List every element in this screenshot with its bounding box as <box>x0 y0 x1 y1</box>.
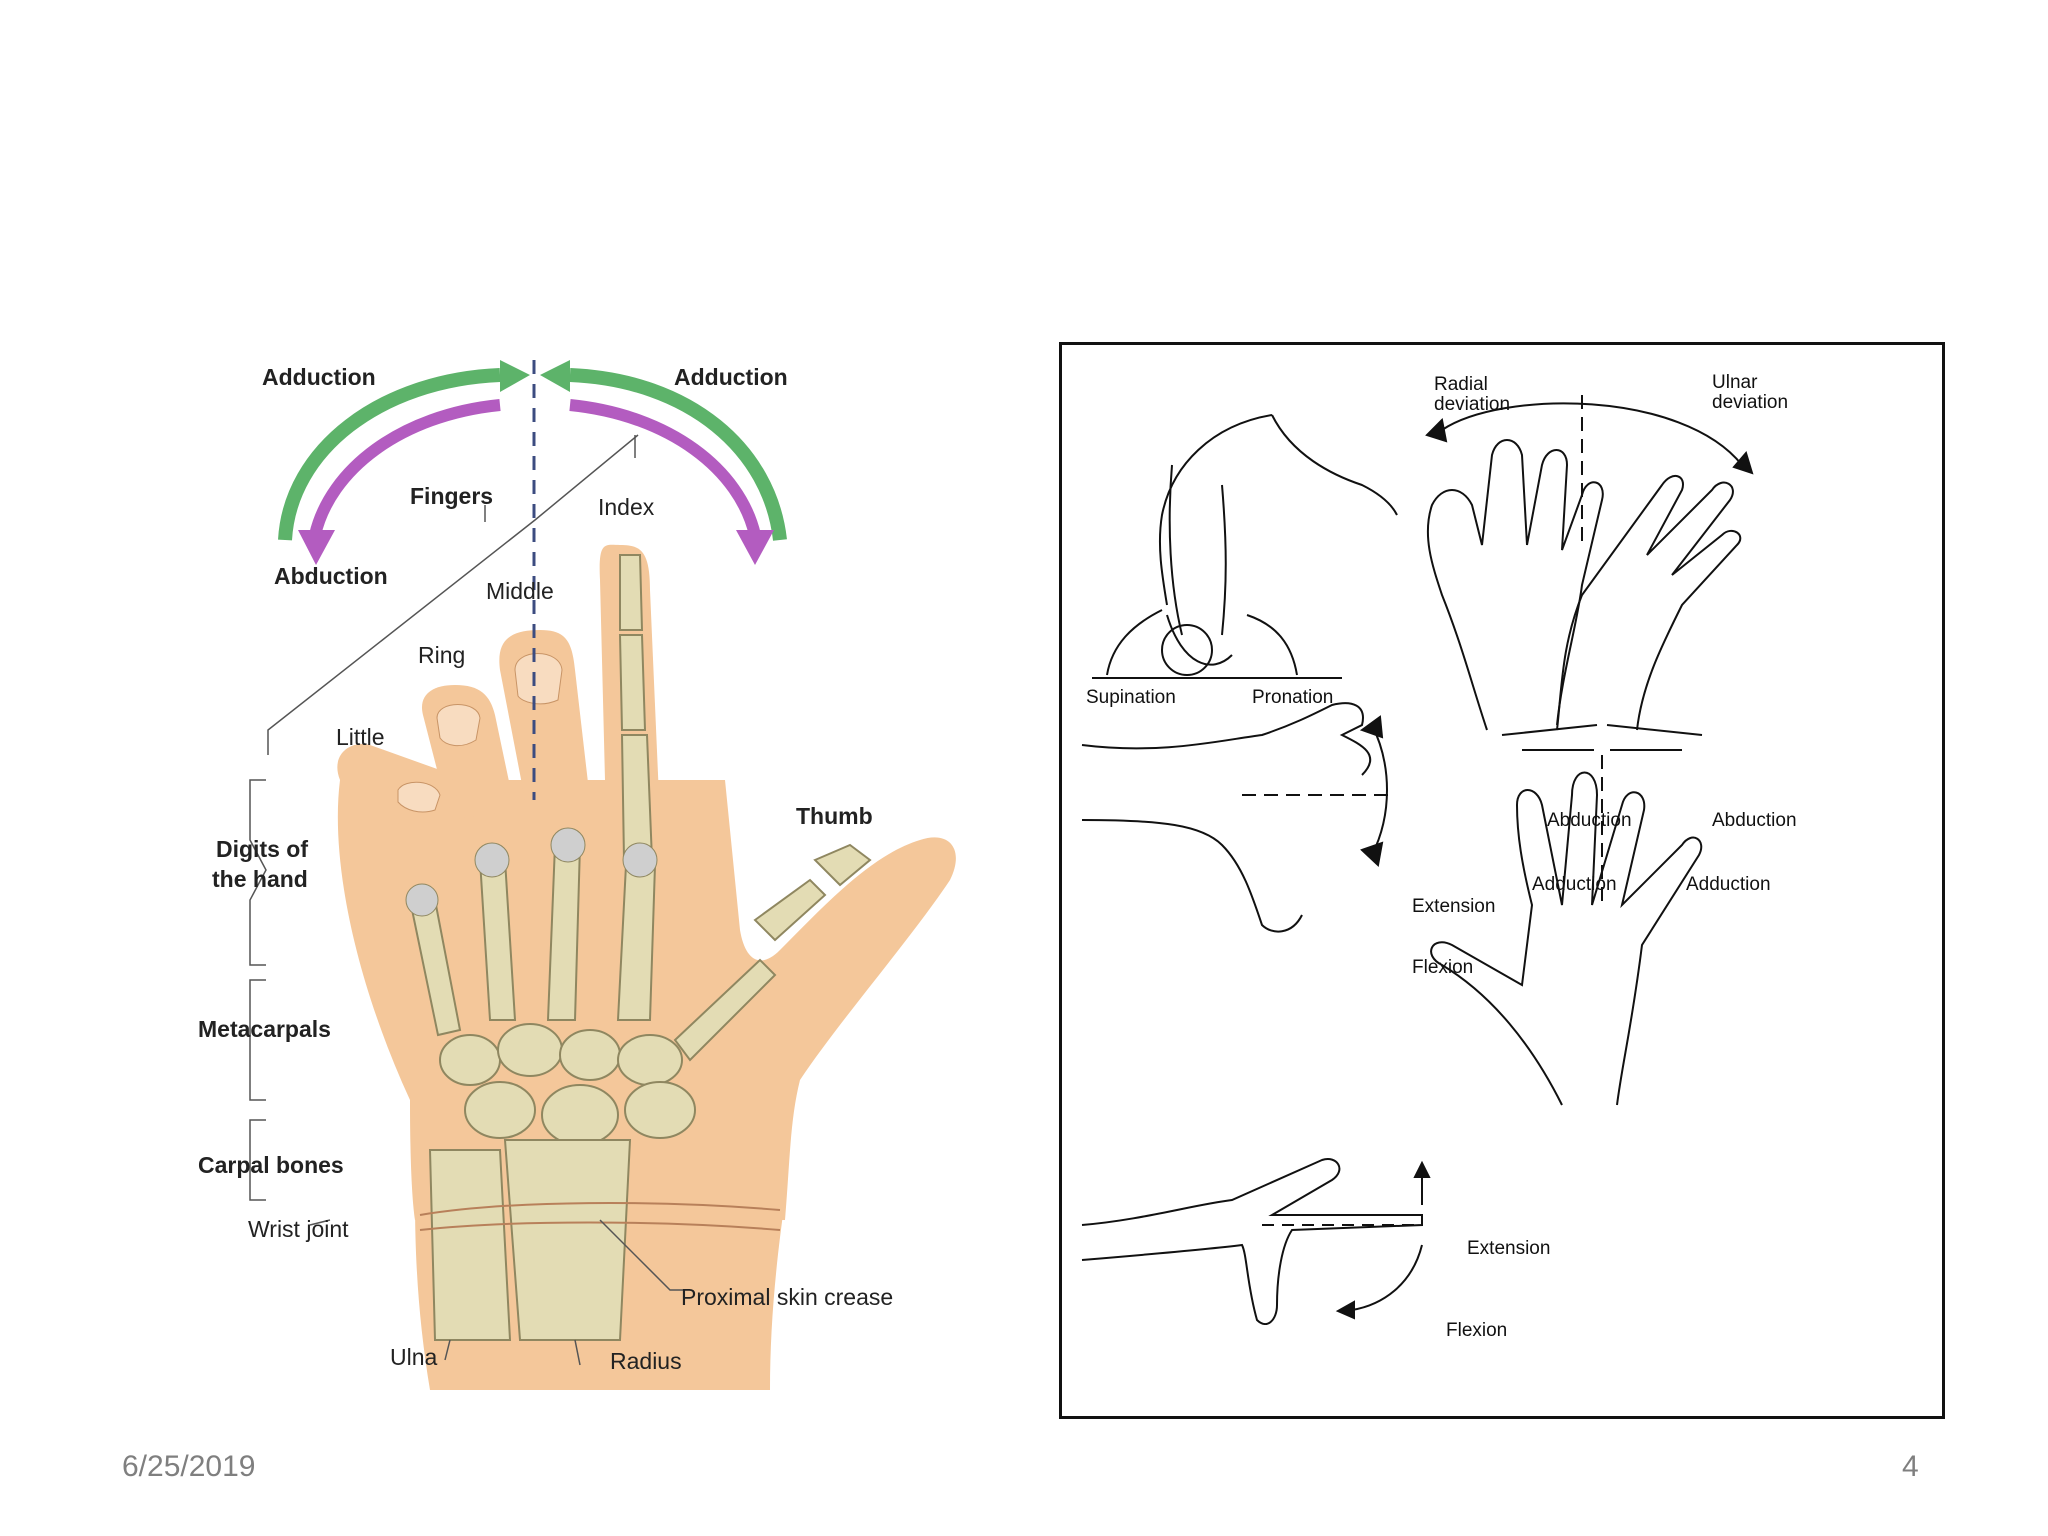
abduction-arrow-left <box>309 399 501 537</box>
abduction-arrow-right <box>1606 724 1703 736</box>
deviation-arc <box>1441 402 1743 466</box>
hand-anatomy-illustration <box>249 360 956 1390</box>
fingers-label: Fingers <box>410 483 494 509</box>
slide-date: 6/25/2019 <box>122 1450 256 1483</box>
pronation-arc <box>1246 614 1298 676</box>
metacarpals-label: Metacarpals <box>198 1016 331 1042</box>
middle-nail <box>514 653 563 705</box>
thumb-label: Thumb <box>796 803 873 829</box>
ring-finger-label: Ring <box>418 642 466 668</box>
ulnar-arrowhead <box>1732 450 1754 475</box>
adduction-label-right: Adduction <box>1686 874 1771 895</box>
wrist-extension-label: Extension <box>1412 896 1496 917</box>
index-finger-label: Index <box>598 494 655 520</box>
ring-nail <box>436 704 481 747</box>
adduction-arrow-left <box>278 368 501 541</box>
finger-extension-arrowhead <box>1413 1160 1431 1178</box>
radial-arrowhead <box>1425 417 1448 443</box>
wrist-extension-arrowhead <box>1359 715 1384 739</box>
abduction-label-right: Abduction <box>1712 810 1797 831</box>
little-nail <box>397 781 441 813</box>
finger-flexion-arc <box>1351 1244 1423 1311</box>
adduction-arrowhead-left <box>500 360 530 392</box>
adduction-arrowhead-right <box>540 360 570 392</box>
abduction-arrowhead-right <box>736 530 774 565</box>
digits-label-line1: Digits of <box>216 836 308 862</box>
pronation-label: Pronation <box>1252 687 1334 708</box>
wrist-joint-label: Wrist joint <box>248 1216 349 1242</box>
hand-movements-line-art <box>1081 395 1754 1325</box>
spread-hand <box>1430 771 1703 1106</box>
wrist-flexion-label: Flexion <box>1412 957 1474 978</box>
abduction-arrowhead-left <box>298 530 335 565</box>
supination-label: Supination <box>1086 687 1176 708</box>
little-finger-label: Little <box>336 724 385 750</box>
wrist-flexion-arrowhead <box>1360 841 1384 867</box>
metacarpal-heads <box>405 827 658 917</box>
deviation-hand-right <box>1556 475 1742 731</box>
digits-label-line2: the hand <box>212 866 308 892</box>
fist-circle <box>1161 624 1213 676</box>
abduction-label-left: Abduction <box>1547 810 1632 831</box>
finger-extension-label: Extension <box>1467 1238 1551 1259</box>
wrist-crease-line <box>419 1221 781 1231</box>
radial-deviation-line2: deviation <box>1434 394 1511 415</box>
proximal-skin-crease-line <box>419 1202 781 1216</box>
torso-outline <box>1158 414 1273 606</box>
supination-arc <box>1106 609 1163 676</box>
adduction-label-right: Adduction <box>674 364 788 390</box>
radial-deviation-line1: Radial <box>1434 374 1488 395</box>
abduction-label: Abduction <box>274 563 388 589</box>
finger-flexion-arrowhead <box>1335 1300 1355 1320</box>
deviation-hand-left <box>1426 439 1604 731</box>
abduction-arrow-left <box>1501 724 1598 736</box>
wrist-arc <box>1371 724 1388 856</box>
adduction-arrow-right <box>569 368 787 541</box>
finger-flexion-label: Flexion <box>1446 1320 1508 1341</box>
wrist-hand-upper <box>1081 702 1372 776</box>
abduction-arrow-right <box>569 399 761 537</box>
slide-page-number: 4 <box>1902 1450 1919 1483</box>
finger-hand <box>1081 1158 1423 1325</box>
adduction-label-left: Adduction <box>1532 874 1617 895</box>
torso-chest <box>1271 414 1398 516</box>
middle-finger-label: Middle <box>486 578 554 604</box>
hand-movements-figure: Radial deviation Ulnar deviation Supinat… <box>1059 342 1945 1419</box>
radius-label: Radius <box>610 1348 682 1374</box>
proximal-skin-crease-label: Proximal skin crease <box>681 1284 894 1310</box>
upper-arm-inner <box>1221 484 1227 636</box>
adduction-label-left: Adduction <box>262 364 376 390</box>
ulnar-deviation-line1: Ulnar <box>1712 372 1758 393</box>
ulna-label: Ulna <box>390 1344 438 1370</box>
ulnar-deviation-line2: deviation <box>1712 392 1789 413</box>
upper-arm <box>1168 464 1183 636</box>
carpal-bones-label: Carpal bones <box>198 1152 344 1178</box>
leader-lines <box>249 434 685 1366</box>
hand-bones <box>408 554 872 1341</box>
wrist-hand-lower <box>1081 819 1303 933</box>
